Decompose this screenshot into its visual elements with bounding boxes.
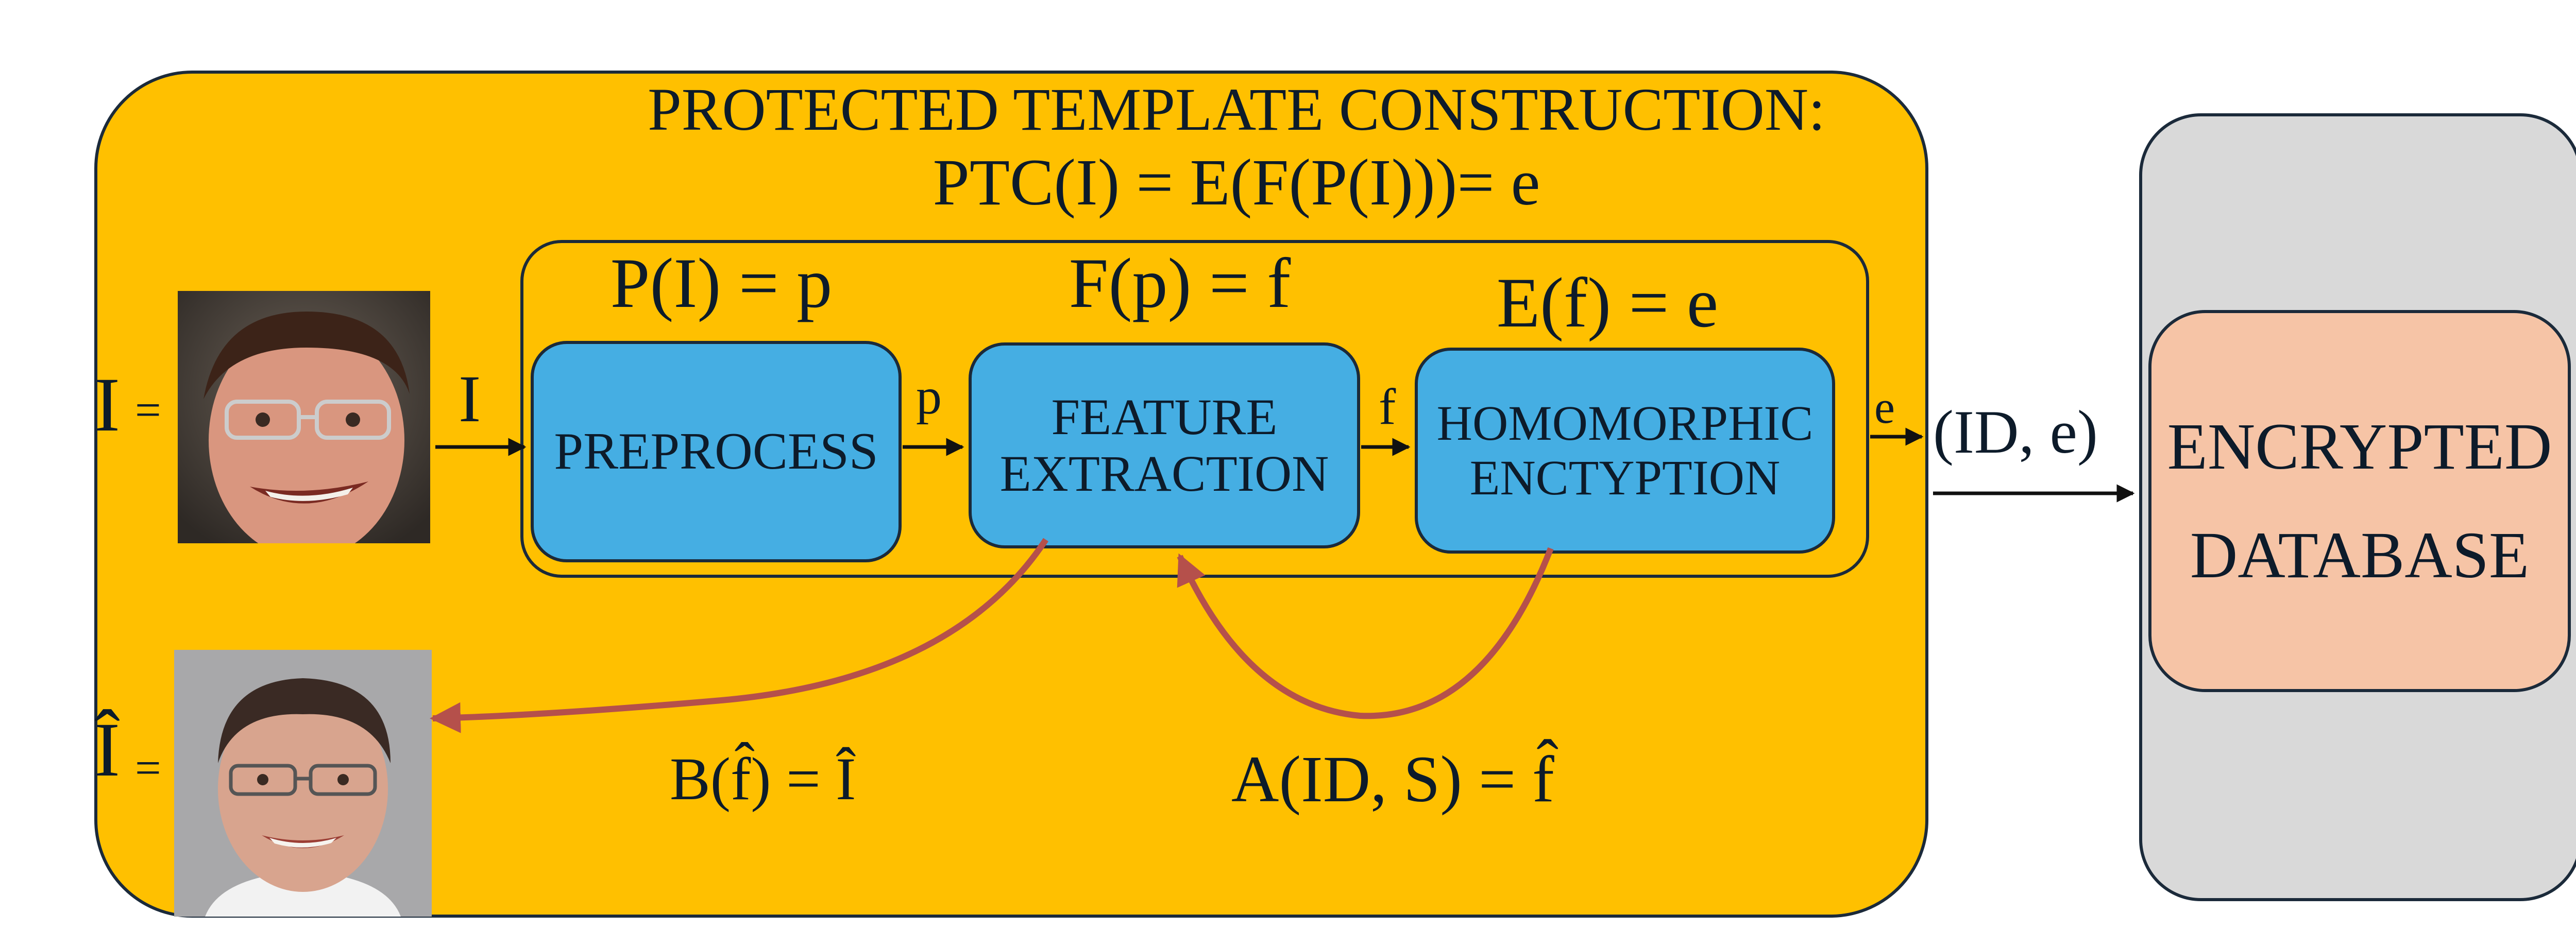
reconstructed-symbol: Î — [94, 707, 120, 793]
arrow-e-label: e — [1874, 382, 1895, 433]
diagram-title: PROTECTED TEMPLATE CONSTRUCTION: PTC(I) … — [556, 75, 1917, 220]
title-line1: PROTECTED TEMPLATE CONSTRUCTION: — [648, 76, 1825, 143]
feature-extraction-block: FEATURE EXTRACTION — [969, 342, 1360, 548]
encryption-label-line1: HOMOMORPHIC — [1436, 395, 1814, 451]
reconstructed-face-image — [174, 650, 432, 917]
recovery-attack-label: A(ID, S) = f̂ — [1231, 743, 1554, 816]
face-portrait-icon — [178, 291, 430, 543]
arrow-p-label: p — [916, 368, 942, 425]
reconstructed-equals: = — [135, 743, 161, 794]
encrypted-database-block: ENCRYPTED DATABASE — [2148, 310, 2571, 692]
database-label-line1: ENCRYPTED — [2167, 409, 2552, 483]
reconstruction-attack-label: B(f̂) = Î — [670, 745, 856, 813]
arrow-output-label: (ID, e) — [1933, 398, 2098, 466]
preprocess-equation: P(I) = p — [610, 244, 833, 322]
face-portrait-icon — [174, 650, 432, 917]
recovery-attack-arrow — [1177, 547, 1554, 719]
feature-label-line2: EXTRACTION — [999, 445, 1329, 502]
database-label-line2: DATABASE — [2190, 519, 2530, 592]
preprocess-block: PREPROCESS — [531, 341, 902, 562]
arrow-input-label: I — [459, 362, 481, 436]
encryption-equation: E(f) = e — [1496, 263, 1719, 342]
reconstruction-attack-arrow — [430, 538, 1049, 733]
encryption-label-line2: ENCTYPTION — [1469, 450, 1781, 505]
input-symbol: I — [94, 362, 120, 447]
arrow-f-label: f — [1379, 378, 1396, 435]
preprocess-label: PREPROCESS — [554, 422, 878, 480]
homomorphic-encryption-block: HOMOMORPHIC ENCTYPTION — [1415, 348, 1835, 554]
title-line2: PTC(I) = E(F(P(I)))= e — [933, 145, 1540, 219]
input-face-image — [178, 291, 430, 543]
input-equals: = — [135, 385, 161, 436]
feature-label-line1: FEATURE — [1051, 388, 1278, 445]
feature-equation: F(p) = f — [1069, 244, 1291, 322]
